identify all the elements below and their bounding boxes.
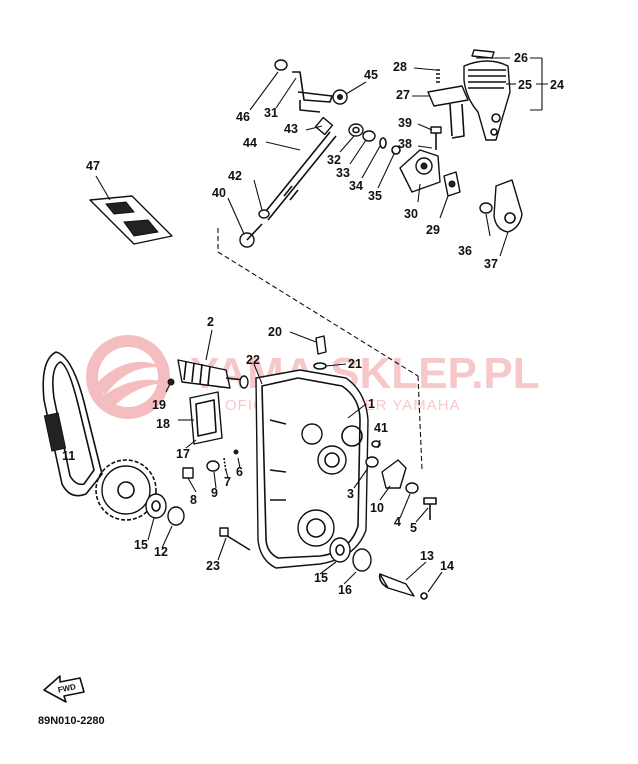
callout-8: 8 <box>190 493 197 507</box>
callout-6: 6 <box>236 465 243 479</box>
callout-7: 7 <box>224 475 231 489</box>
spring <box>436 69 440 83</box>
caution-decal <box>89 195 173 245</box>
watermark-logo <box>86 335 170 419</box>
callout-31: 31 <box>264 106 278 120</box>
gasket <box>189 391 223 445</box>
callout-41: 41 <box>374 421 388 435</box>
callout-27: 27 <box>396 88 410 102</box>
callout-19: 19 <box>152 398 166 412</box>
seal <box>352 548 372 572</box>
bracket <box>427 85 469 107</box>
callout-12: 12 <box>154 545 168 559</box>
callout-23: 23 <box>206 559 220 573</box>
washer <box>348 123 364 137</box>
grip-cap <box>471 49 495 59</box>
callout-36: 36 <box>458 244 472 258</box>
fwd-label: FWD <box>57 682 77 695</box>
callout-46: 46 <box>236 110 250 124</box>
callout-10: 10 <box>370 501 384 515</box>
callout-43: 43 <box>284 122 298 136</box>
callout-33: 33 <box>336 166 350 180</box>
callout-21: 21 <box>348 357 362 371</box>
callout-16: 16 <box>338 583 352 597</box>
callout-44: 44 <box>243 136 257 150</box>
callout-25: 25 <box>518 78 532 92</box>
callout-18: 18 <box>156 417 170 431</box>
callout-1: 1 <box>368 397 375 411</box>
callout-3: 3 <box>347 487 354 501</box>
callout-28: 28 <box>393 60 407 74</box>
callout-2: 2 <box>207 315 214 329</box>
callout-24: 24 <box>550 78 564 92</box>
cap <box>274 59 288 71</box>
callout-29: 29 <box>426 223 440 237</box>
drive-belt <box>42 351 103 497</box>
callout-4: 4 <box>394 515 401 529</box>
callout-32: 32 <box>327 153 341 167</box>
watermark-text: YAMA-SKLEP.PL <box>190 349 540 398</box>
lever <box>381 459 407 489</box>
leader-lines <box>95 57 548 593</box>
shift-grip <box>463 60 511 141</box>
callout-35: 35 <box>368 189 382 203</box>
callout-40: 40 <box>212 186 226 200</box>
bolt <box>182 467 194 479</box>
shift-cam <box>493 179 523 233</box>
callout-9: 9 <box>211 486 218 500</box>
callout-45: 45 <box>364 68 378 82</box>
callout-14: 14 <box>440 559 454 573</box>
callout-11: 11 <box>62 449 75 463</box>
callout-15a: 15 <box>134 538 148 552</box>
callout-labels: 46 31 45 43 44 32 33 34 35 42 40 28 27 3… <box>62 51 564 597</box>
callout-30: 30 <box>404 207 418 221</box>
sprocket <box>95 459 157 521</box>
shift-linkage-assembly <box>89 49 523 248</box>
seal <box>167 506 185 526</box>
callout-38: 38 <box>398 137 412 151</box>
callout-15b: 15 <box>314 571 328 585</box>
callout-42: 42 <box>228 169 242 183</box>
callout-17: 17 <box>176 447 190 461</box>
callout-47: 47 <box>86 159 100 173</box>
sleeve <box>379 573 415 597</box>
callout-5: 5 <box>410 521 417 535</box>
reference-line <box>217 228 419 377</box>
callout-37: 37 <box>484 257 498 271</box>
gearcase-assembly <box>42 335 437 600</box>
callout-20: 20 <box>268 325 282 339</box>
breather <box>315 335 327 355</box>
callout-39: 39 <box>398 116 412 130</box>
callout-22: 22 <box>246 353 260 367</box>
bearing <box>145 493 167 519</box>
callout-26: 26 <box>514 51 528 65</box>
diagram-code: 89N010-2280 <box>38 715 105 727</box>
callout-13: 13 <box>420 549 434 563</box>
gearcase-cover <box>255 369 369 569</box>
callout-34: 34 <box>349 179 363 193</box>
shift-rod <box>261 131 337 221</box>
bearing <box>329 537 351 563</box>
fwd-arrow-icon: FWD <box>43 675 85 703</box>
